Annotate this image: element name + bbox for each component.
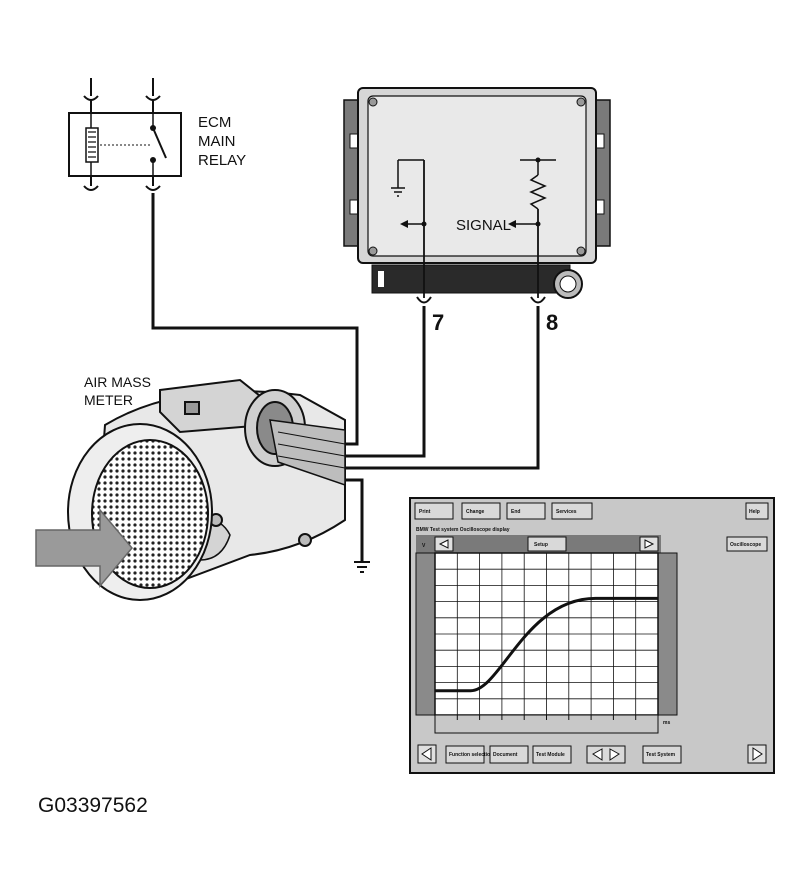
voltage-unit-label: V <box>422 543 426 549</box>
end-button-label: End <box>511 509 520 515</box>
signal-label: SIGNAL <box>456 217 511 234</box>
pin-8-label: 8 <box>546 310 558 335</box>
relay-label-line-3: RELAY <box>198 152 246 169</box>
relay-label-line-2: MAIN <box>198 133 236 150</box>
relay-label-line-1: ECM <box>198 114 231 131</box>
test-module-button-label: Test Module <box>536 752 565 758</box>
setup-button[interactable] <box>527 536 567 552</box>
setup-button-label: Setup <box>534 542 548 548</box>
services-button-label: Services <box>556 509 577 515</box>
scope-grid <box>435 553 658 715</box>
help-button[interactable] <box>745 502 769 520</box>
meter-label-line-1: AIR MASS <box>84 374 151 390</box>
oscilloscope-side-button[interactable] <box>726 536 768 552</box>
print-button[interactable] <box>414 502 454 520</box>
page-arrows-button[interactable] <box>586 745 626 764</box>
airflow-arrow <box>35 507 133 589</box>
function-selection-button[interactable] <box>445 745 485 764</box>
test-system-button-label: Test System <box>646 752 676 758</box>
oscilloscope-side-button-label: Oscilloscope <box>730 542 761 548</box>
ground-symbol <box>354 561 370 573</box>
change-button[interactable] <box>461 502 501 520</box>
document-button-label: Document <box>493 752 518 758</box>
scope-signal-trace <box>435 596 658 693</box>
ecm-main-relay <box>68 78 182 191</box>
meter-label-line-2: METER <box>84 392 133 408</box>
oscilloscope-screen: Print Change End Services Help BMW Test … <box>409 497 775 774</box>
wiring <box>151 193 540 562</box>
help-button-label: Help <box>749 509 760 515</box>
end-button[interactable] <box>506 502 546 520</box>
change-button-label: Change <box>466 509 485 515</box>
time-unit-label: ms <box>663 720 670 726</box>
test-module-button[interactable] <box>532 745 572 764</box>
time-axis-ticks <box>434 715 659 720</box>
print-button-label: Print <box>419 509 431 515</box>
pin-7-label: 7 <box>432 310 444 335</box>
document-button[interactable] <box>489 745 529 764</box>
document-id: G03397562 <box>38 794 148 817</box>
function-selection-label: Function selection <box>449 752 493 758</box>
ecm-module <box>343 87 611 304</box>
test-system-button[interactable] <box>642 745 682 764</box>
scope-title: BMW Test system Oscilloscope display <box>416 527 510 533</box>
services-button[interactable] <box>551 502 593 520</box>
